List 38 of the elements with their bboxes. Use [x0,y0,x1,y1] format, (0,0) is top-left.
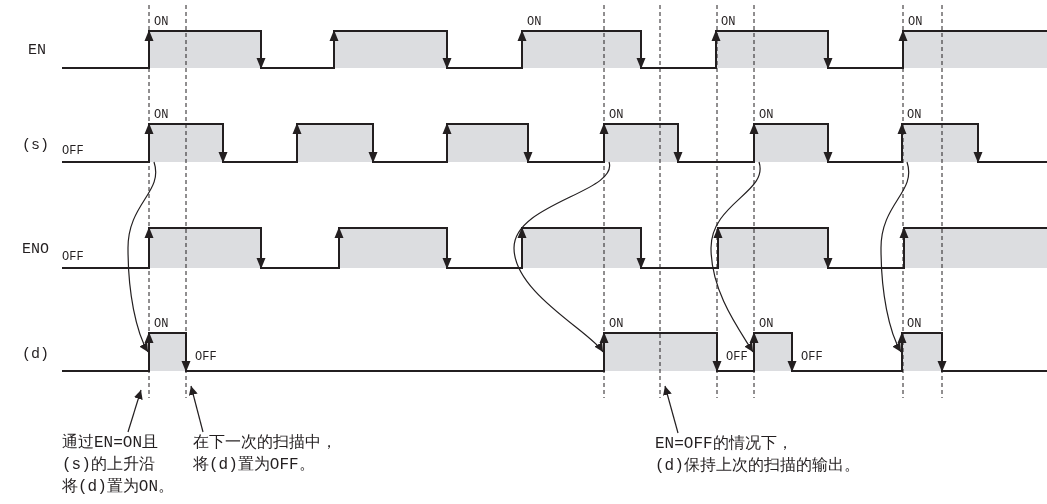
annotation-text: 在下一次的扫描中，将(d)置为OFF。 [193,432,343,476]
pulse [904,228,1047,268]
pulse [718,228,828,268]
signal-name: EN [28,42,46,59]
state-label: OFF [62,144,84,158]
state-label: ON [154,16,169,29]
state-label: ON [527,16,542,29]
state-label: ON [759,318,774,331]
state-label: ON [908,16,923,29]
curved-arrow [710,161,761,353]
leader-line [188,385,204,433]
state-label: ON [154,109,169,122]
pulse [334,31,447,68]
signal-name: ENO [22,241,49,258]
state-label: ON [609,318,624,331]
signal-name: (s) [22,137,49,154]
curved-arrow [513,161,610,353]
state-label: ON [907,318,922,331]
state-label: ON [154,318,169,331]
curved-arrow [127,161,157,353]
leader-line [663,385,679,434]
annotation-text: EN=OFF的情况下，(d)保持上次的扫描的输出。 [655,433,867,477]
pulse [522,228,641,268]
state-label: OFF [801,351,823,364]
state-label: ON [759,109,774,122]
signal-name: (d) [22,346,49,363]
curved-arrow [880,161,910,353]
state-label: ON [907,109,922,122]
pulse [297,124,373,162]
leader-line [127,389,143,433]
state-label: ON [721,16,736,29]
state-label: OFF [195,351,217,364]
pulse [149,228,261,268]
state-label: OFF [726,351,748,364]
annotation-text: 通过EN=ON且(s)的上升沿将(d)置为ON。 [62,432,178,498]
pulse [339,228,447,268]
state-label: ON [609,109,624,122]
state-label: OFF [62,250,84,264]
